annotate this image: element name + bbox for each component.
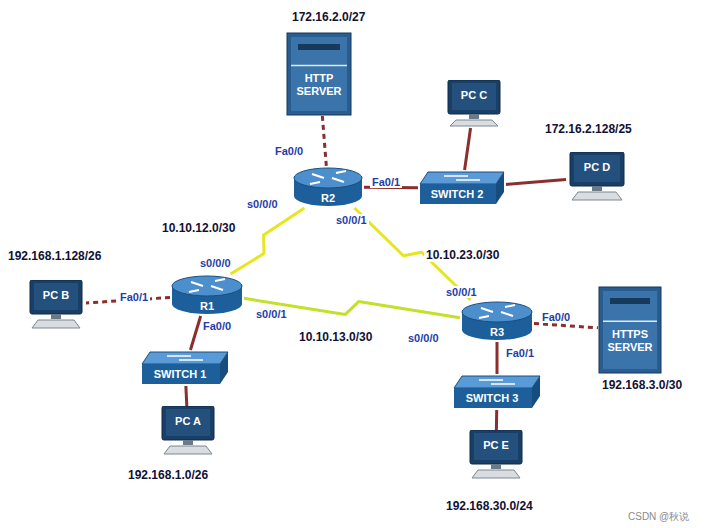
subnet-label: 172.16.2.128/25 — [543, 122, 634, 136]
server-label: HTTP SERVER — [292, 72, 346, 97]
pc-node: PC A — [158, 406, 218, 456]
switch-icon — [452, 374, 542, 410]
interface-label: s0/0/0 — [406, 332, 441, 344]
switch-label: SWITCH 1 — [140, 368, 220, 381]
switch-node: SWITCH 3 — [452, 374, 542, 410]
ethernet-link — [496, 342, 499, 374]
interface-label: Fa0/1 — [370, 176, 402, 188]
router-node: R3 — [460, 300, 534, 342]
router-label: R1 — [170, 300, 244, 313]
switch-icon — [140, 350, 230, 386]
pc-icon — [26, 280, 86, 330]
server-label: HTTPS SERVER — [604, 328, 656, 353]
switch-label: SWITCH 2 — [418, 188, 496, 201]
subnet-label: 10.10.23.0/30 — [424, 248, 501, 262]
ethernet-link — [184, 386, 188, 406]
interface-label: Fa0/1 — [504, 347, 536, 359]
server-node: HTTPS SERVER — [598, 286, 662, 374]
subnet-label: 10.10.13.0/30 — [297, 330, 374, 344]
server-node: HTTP SERVER — [286, 32, 352, 116]
interface-label: s0/0/1 — [334, 214, 369, 226]
interface-label: Fa0/1 — [118, 291, 150, 303]
ethernet-link — [495, 410, 498, 430]
pc-label: PC A — [158, 415, 218, 428]
subnet-label: 172.16.2.0/27 — [290, 10, 367, 24]
ethernet-link — [506, 180, 566, 185]
interface-label: Fa0/0 — [201, 320, 233, 332]
ethernet-link — [190, 316, 200, 350]
subnet-label: 192.168.1.0/26 — [126, 468, 210, 482]
watermark: CSDN @秋说 — [626, 510, 691, 524]
pc-node: PC B — [26, 280, 86, 330]
pc-label: PC B — [26, 289, 86, 302]
ethernet-link — [465, 128, 471, 170]
pc-node: PC E — [466, 430, 526, 480]
interface-label: Fa0/0 — [540, 311, 572, 323]
interface-label: Fa0/0 — [273, 145, 305, 157]
switch-node: SWITCH 1 — [140, 350, 230, 386]
pc-label: PC C — [444, 89, 504, 102]
subnet-label: 192.168.1.128/26 — [6, 249, 103, 263]
switch-icon — [418, 170, 506, 206]
pc-node: PC D — [566, 152, 628, 202]
interface-label: s0/0/1 — [254, 308, 289, 320]
ethernet-link — [322, 116, 326, 166]
subnet-label: 192.168.3.0/30 — [600, 378, 684, 392]
switch-label: SWITCH 3 — [452, 392, 532, 405]
subnet-label: 10.10.12.0/30 — [160, 221, 237, 235]
router-label: R2 — [292, 192, 364, 205]
pc-icon — [466, 430, 526, 480]
switch-node: SWITCH 2 — [418, 170, 506, 206]
pc-icon — [158, 406, 218, 456]
router-label: R3 — [460, 326, 534, 339]
ethernet-link — [534, 324, 598, 328]
interface-label: s0/0/0 — [198, 257, 233, 269]
pc-icon — [444, 80, 504, 128]
pc-label: PC D — [566, 161, 628, 174]
subnet-label: 192.168.30.0/24 — [444, 499, 535, 513]
serial-link — [231, 208, 305, 274]
router-node: R2 — [292, 166, 364, 208]
interface-label: s0/0/0 — [245, 198, 280, 210]
router-node: R1 — [170, 274, 244, 316]
pc-label: PC E — [466, 439, 526, 452]
interface-label: s0/0/1 — [444, 286, 479, 298]
pc-node: PC C — [444, 80, 504, 128]
pc-icon — [566, 152, 628, 202]
